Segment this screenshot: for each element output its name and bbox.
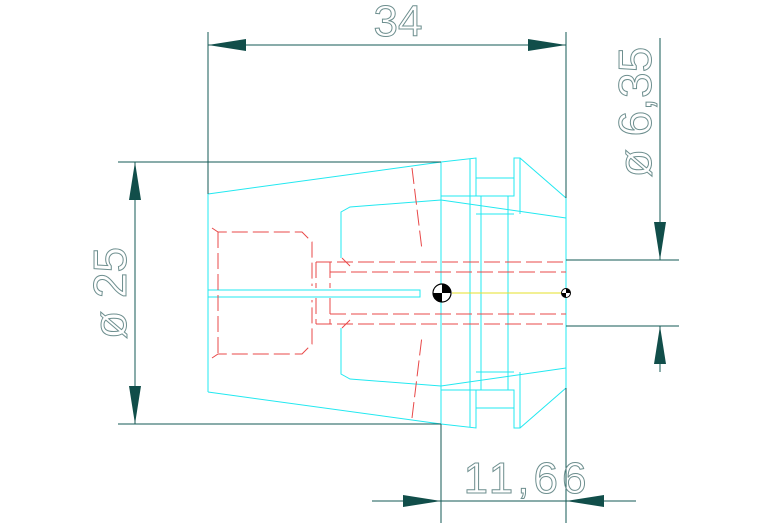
- slot-outline: [208, 289, 421, 298]
- hidden-lines: [211, 167, 566, 419]
- arrow-25-top: [129, 162, 141, 200]
- dim-label-outer-diameter: ø 25: [84, 247, 136, 339]
- cone-upper: [513, 157, 567, 199]
- taper-hidden-mid-upper: [341, 257, 351, 267]
- rear-bore-upper: [211, 227, 313, 286]
- dim-label-length: 34: [374, 0, 423, 46]
- taper-hidden-mid-lower: [341, 319, 351, 329]
- centre-marker-large: [432, 283, 452, 303]
- neck-lower: [475, 389, 515, 409]
- arrow-34-right: [528, 39, 566, 51]
- body-upper-edge: [207, 157, 477, 197]
- arrow-635-bottom: [654, 326, 666, 364]
- arrow-1166-right: [566, 495, 604, 507]
- taper-hidden-lower: [411, 335, 423, 419]
- arrow-34-left: [208, 39, 246, 51]
- dim-label-offset: 11,66: [464, 454, 591, 503]
- rear-bore-lower: [211, 300, 313, 359]
- body-lower-edge: [207, 389, 477, 429]
- dim-label-bore-diameter: ø 6,35: [609, 47, 661, 177]
- neck-upper: [475, 177, 515, 197]
- cavity-upper: [340, 199, 567, 258]
- centre-marker-small: [561, 288, 571, 298]
- cone-lower: [513, 387, 567, 429]
- dimension-arrows: [129, 39, 666, 507]
- arrow-25-bottom: [129, 386, 141, 424]
- arrow-1166-left: [403, 495, 441, 507]
- cavity-lower: [340, 328, 567, 387]
- taper-hidden-upper: [411, 167, 423, 251]
- dimension-lines: [118, 32, 679, 523]
- arrow-635-top: [654, 222, 666, 260]
